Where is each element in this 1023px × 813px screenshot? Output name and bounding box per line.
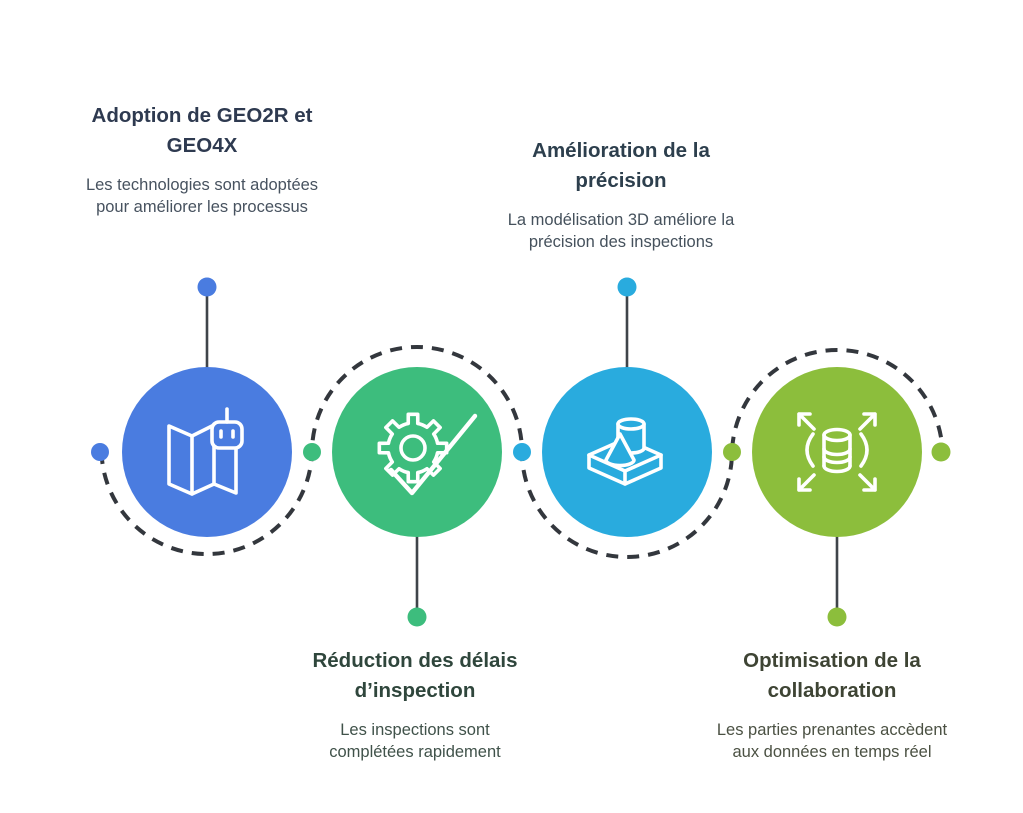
3d-shapes-icon — [587, 417, 663, 486]
step-description-2: Les inspections sont complétées rapideme… — [329, 721, 501, 761]
gear-check-icon — [377, 412, 478, 496]
step-title-3: Amélioration de la précision — [532, 139, 710, 192]
step-description-3: La modélisation 3D améliore la précision… — [507, 211, 735, 251]
node-circle-1 — [122, 367, 292, 537]
stem-dot-2 — [407, 607, 427, 627]
step-label-3: Amélioration de la précision La modélisa… — [486, 136, 756, 253]
path-dot-between-1-2 — [303, 443, 321, 461]
path-dot-start — [91, 443, 109, 461]
path-dot-between-3-4 — [723, 443, 741, 461]
step-title-2: Réduction des délais d’inspection — [312, 649, 518, 702]
stem-dot-3 — [617, 277, 637, 297]
step-description-1: Les technologies sont adoptées pour amél… — [85, 176, 319, 216]
data-expand-icon — [797, 412, 877, 492]
stem-dot-4 — [827, 607, 847, 627]
step-description-4: Les parties prenantes accèdent aux donné… — [716, 721, 948, 761]
step-label-1: Adoption de GEO2R et GEO4X Les technolog… — [67, 101, 337, 218]
stem-dot-1 — [197, 277, 217, 297]
node-circle-4 — [752, 367, 922, 537]
path-dot-between-2-3 — [513, 443, 531, 461]
step-label-2: Réduction des délais d’inspection Les in… — [280, 646, 550, 763]
step-label-4: Optimisation de la collaboration Les par… — [697, 646, 967, 763]
node-circle-2 — [332, 367, 502, 537]
path-dot-end — [931, 442, 951, 462]
step-title-4: Optimisation de la collaboration — [743, 649, 921, 702]
map-robot-icon — [167, 407, 244, 496]
step-title-1: Adoption de GEO2R et GEO4X — [91, 104, 313, 157]
